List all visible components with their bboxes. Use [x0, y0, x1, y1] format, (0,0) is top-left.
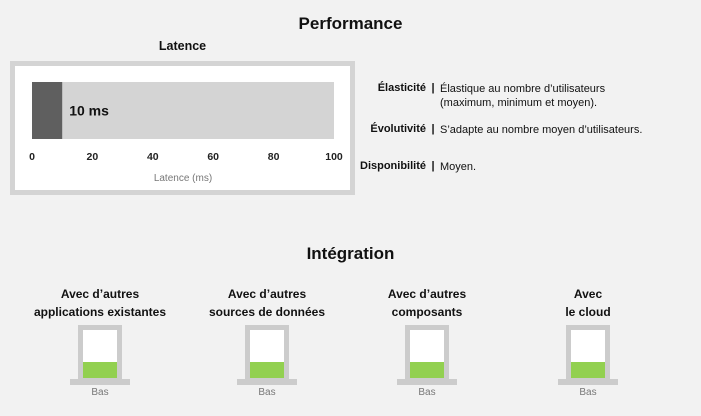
property-separator: | — [431, 160, 435, 172]
integration-item-label-line: Avec d’autres — [227, 287, 307, 301]
latency-tick-label: 100 — [325, 151, 343, 163]
properties-list: Élasticité | Élastique au nombre d’utilisa… — [355, 82, 695, 175]
integration-item-label: Avec d’autres sources de données — [187, 285, 347, 321]
integration-item-label-line: Avec — [573, 287, 603, 301]
integration-item-label-line: le cloud — [565, 305, 611, 319]
integration-item-label-line: Avec d’autres — [387, 287, 467, 301]
integration-item-label-line: composants — [391, 305, 463, 319]
gauge-fill — [250, 362, 284, 378]
property-value: S’adapte au nombre moyen d’utilisateurs. — [439, 111, 691, 138]
property-value: Élastique au nombre d’utilisateurs (maxim… — [439, 82, 691, 111]
gauge-base — [70, 379, 130, 385]
integration-item-label: Avec d’autres composants — [347, 285, 507, 321]
integration-item-label-line: Avec d’autres — [60, 287, 140, 301]
property-value: Moyen. — [439, 138, 691, 175]
integration-level-label: Bas — [418, 387, 436, 398]
property-row: Élasticité | Élastique au nombre d’utilisa… — [355, 82, 691, 111]
integration-item-label-line: applications existantes — [33, 305, 167, 319]
latency-tick-label: 80 — [268, 151, 280, 163]
latency-axis-label: Latence (ms) — [154, 173, 212, 184]
gauge-fill — [571, 362, 605, 378]
property-key: Évolutivité — [370, 123, 426, 135]
integration-level-label: Bas — [579, 387, 597, 398]
property-value-line: Moyen. — [440, 161, 477, 173]
integration-item-label: Avec le cloud — [508, 285, 668, 321]
integration-level-label: Bas — [258, 387, 276, 398]
property-separator: | — [431, 82, 435, 94]
latency-tick-label: 60 — [207, 151, 219, 163]
integration-level-gauge — [397, 325, 457, 385]
property-separator: | — [431, 123, 435, 135]
property-row: Disponibilité | Moyen. — [355, 138, 691, 175]
integration-item-label: Avec d’autres applications existantes — [20, 285, 180, 321]
latency-tick-label: 0 — [29, 151, 35, 163]
properties-table: Élasticité | Élastique au nombre d’utilisa… — [355, 82, 691, 175]
integration-level-gauge — [237, 325, 297, 385]
integration-item-label-line: sources de données — [208, 305, 326, 319]
gauge-fill — [83, 362, 117, 378]
property-key: Disponibilité — [360, 160, 426, 172]
property-key: Élasticité — [377, 82, 426, 94]
gauge-base — [237, 379, 297, 385]
property-value-line: Élastique au nombre d’utilisateurs — [440, 83, 606, 95]
latency-tick-label: 40 — [147, 151, 159, 163]
integration-level-label: Bas — [91, 387, 109, 398]
integration-level-gauge — [70, 325, 130, 385]
gauge-base — [397, 379, 457, 385]
gauge-fill — [410, 362, 444, 378]
latency-bar-track — [32, 82, 334, 139]
performance-title: Performance — [298, 14, 403, 33]
gauge-base — [558, 379, 618, 385]
integration-title: Intégration — [306, 244, 395, 263]
latency-value-label: 10 ms — [69, 103, 109, 119]
integration-level-gauge — [558, 325, 618, 385]
latency-bar — [32, 82, 63, 139]
property-value-line: S’adapte au nombre moyen d’utilisateurs. — [440, 124, 643, 136]
property-value-line: (maximum, minimum et moyen). — [440, 97, 598, 109]
latency-title: Latence — [158, 39, 207, 53]
property-row: Évolutivité | S’adapte au nombre moyen d’u… — [355, 111, 691, 138]
latency-tick-label: 20 — [87, 151, 99, 163]
